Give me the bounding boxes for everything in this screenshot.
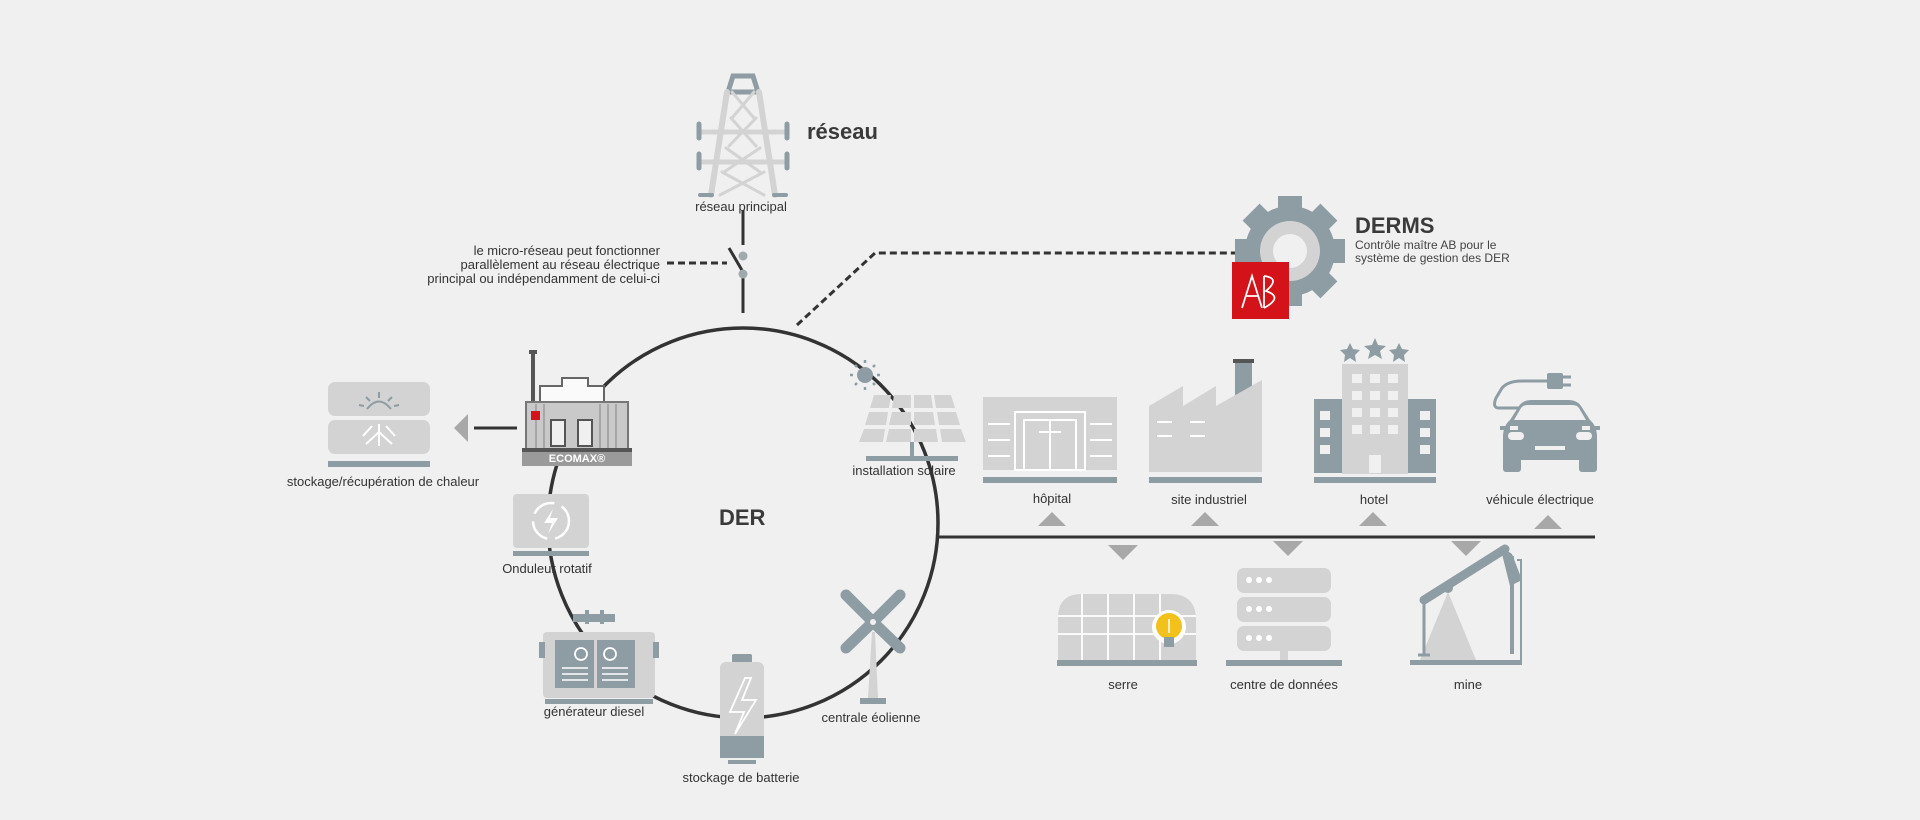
ab-logo	[1232, 262, 1289, 319]
derms-subtitle-line: système de gestion des DER	[1355, 251, 1510, 265]
connection-lines	[474, 210, 1595, 539]
diesel-generator-icon	[539, 610, 659, 704]
hotel-label: hotel	[1359, 492, 1389, 507]
mine-label: mine	[1453, 677, 1483, 692]
flow-arrows	[1038, 512, 1562, 560]
heat-storage-icon	[328, 382, 430, 467]
electric-vehicle-label: véhicule électrique	[1486, 492, 1594, 507]
greenhouse-label: serre	[1108, 677, 1138, 692]
solar-installation-label: installation solaire	[852, 463, 956, 478]
hotel-icon	[1314, 338, 1436, 483]
grid-note-line: principal ou indépendamment de celui-ci	[427, 271, 660, 286]
derms-title: DERMS	[1355, 213, 1435, 238]
wind-plant-label: centrale éolienne	[821, 710, 921, 725]
rotary-ups-icon	[513, 494, 589, 556]
datacenter-label: centre de données	[1230, 677, 1338, 692]
hospital-label: hôpital	[1032, 491, 1072, 506]
grid-title: réseau	[807, 119, 878, 144]
derms-subtitle: Contrôle maître AB pour le système de ge…	[1355, 239, 1510, 265]
diesel-generator-label: générateur diesel	[543, 704, 645, 719]
solar-panel-icon	[850, 360, 966, 461]
grid-note-line: le micro-réseau peut fonctionner	[473, 243, 660, 258]
heat-storage-label: stockage/récupération de chaleur	[286, 474, 480, 489]
hospital-icon	[983, 397, 1117, 483]
rotary-ups-label: Onduleur rotatif	[502, 561, 592, 576]
battery-icon	[720, 654, 764, 764]
server-rack-icon	[1226, 568, 1342, 666]
ecomax-label: ECOMAX®	[548, 453, 606, 465]
grid-note-line: parallèlement au réseau électrique	[460, 257, 660, 272]
battery-storage-label: stockage de batterie	[682, 770, 800, 785]
electric-car-icon	[1493, 373, 1600, 472]
pumpjack-icon	[1410, 544, 1522, 665]
industrial-site-label: site industriel	[1171, 492, 1247, 507]
derms-subtitle-line: Contrôle maître AB pour le	[1355, 238, 1497, 252]
grid-note: le micro-réseau peut fonctionner parallè…	[427, 244, 660, 286]
greenhouse-icon	[1057, 594, 1197, 666]
der-title: DER	[719, 505, 766, 530]
factory-icon	[1149, 359, 1262, 483]
transmission-tower-icon	[696, 73, 790, 198]
ecomax-generator-icon	[522, 350, 632, 466]
main-grid-label: réseau principal	[695, 199, 787, 214]
wind-turbine-icon	[840, 589, 906, 704]
